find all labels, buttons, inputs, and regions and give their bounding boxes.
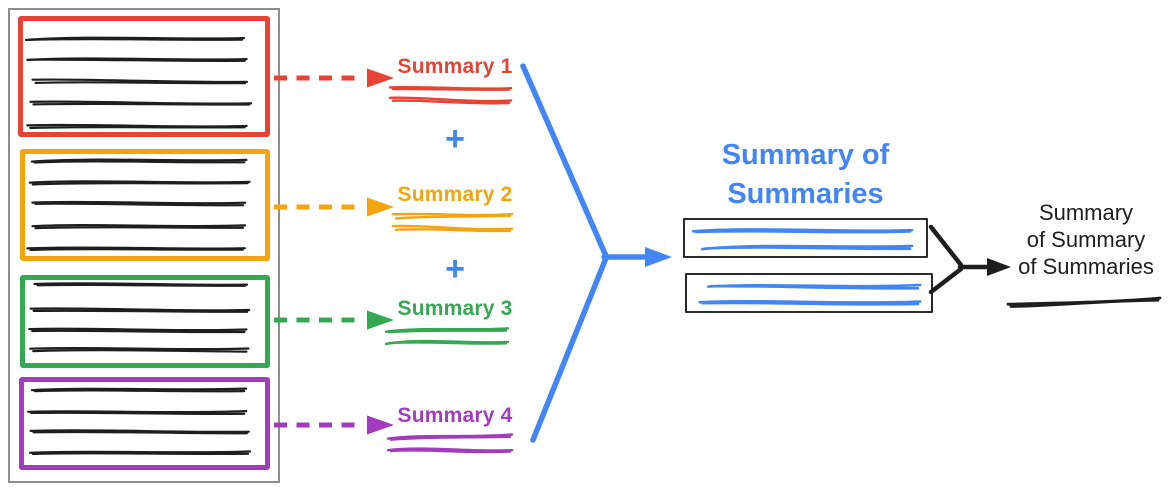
- document-section-1: [18, 16, 270, 137]
- summary-text-scribble: [387, 329, 508, 334]
- summary-text-scribble: [389, 449, 512, 454]
- final-summary-scribble: [1009, 298, 1160, 308]
- summary-text-scribble: [391, 212, 514, 217]
- summary-text-scribble: [384, 339, 510, 346]
- document-section-4: [19, 377, 270, 470]
- summary-1-label: Summary 1: [397, 55, 513, 78]
- document-section-3: [20, 275, 270, 368]
- summary-of-summaries-box-2: [685, 273, 933, 313]
- summary-text-scribble: [391, 87, 511, 91]
- merge-line-top: [520, 63, 609, 259]
- merge-arrowhead: [645, 247, 672, 267]
- final-summary-title-line2: of Summary: [1026, 227, 1146, 252]
- final-merge-line-top: [928, 224, 964, 268]
- summary-of-summaries-box-1: [683, 218, 928, 258]
- document-section-2: [20, 149, 270, 261]
- merge-line-bottom: [530, 255, 609, 443]
- summary-of-summaries-title: Summary of Summaries: [683, 136, 928, 214]
- final-summary-scribble: [1006, 296, 1162, 306]
- plus-operator-1: +: [445, 120, 465, 158]
- final-summary-title: Summary of Summary of Summaries: [1000, 199, 1170, 280]
- summary-of-summaries-title-line1: Summary of: [721, 139, 890, 171]
- plus-operator-2: +: [445, 250, 465, 288]
- summary-text-scribble: [389, 435, 512, 441]
- summary-of-summaries-title-line2: Summaries: [727, 178, 884, 210]
- summary-text-scribble: [386, 433, 514, 440]
- summary-text-scribble: [388, 85, 513, 90]
- summary-text-scribble: [391, 224, 514, 231]
- summary-3-label: Summary 3: [397, 297, 513, 320]
- summary-text-scribble: [387, 341, 508, 345]
- summary-text-scribble: [384, 327, 510, 333]
- summary-text-scribble: [386, 447, 514, 452]
- source-document-container: [8, 8, 280, 483]
- summary-text-scribble: [394, 214, 512, 220]
- final-summary-title-line1: Summary: [1038, 200, 1134, 225]
- summary-text-scribble: [394, 227, 512, 233]
- final-merge-line-bottom: [928, 266, 964, 295]
- summary-2-label: Summary 2: [397, 183, 513, 206]
- summary-text-scribble: [391, 99, 511, 105]
- summary-text-scribble: [388, 96, 513, 103]
- summary-4-label: Summary 4: [397, 404, 513, 427]
- final-summary-title-line3: of Summaries: [1018, 254, 1154, 279]
